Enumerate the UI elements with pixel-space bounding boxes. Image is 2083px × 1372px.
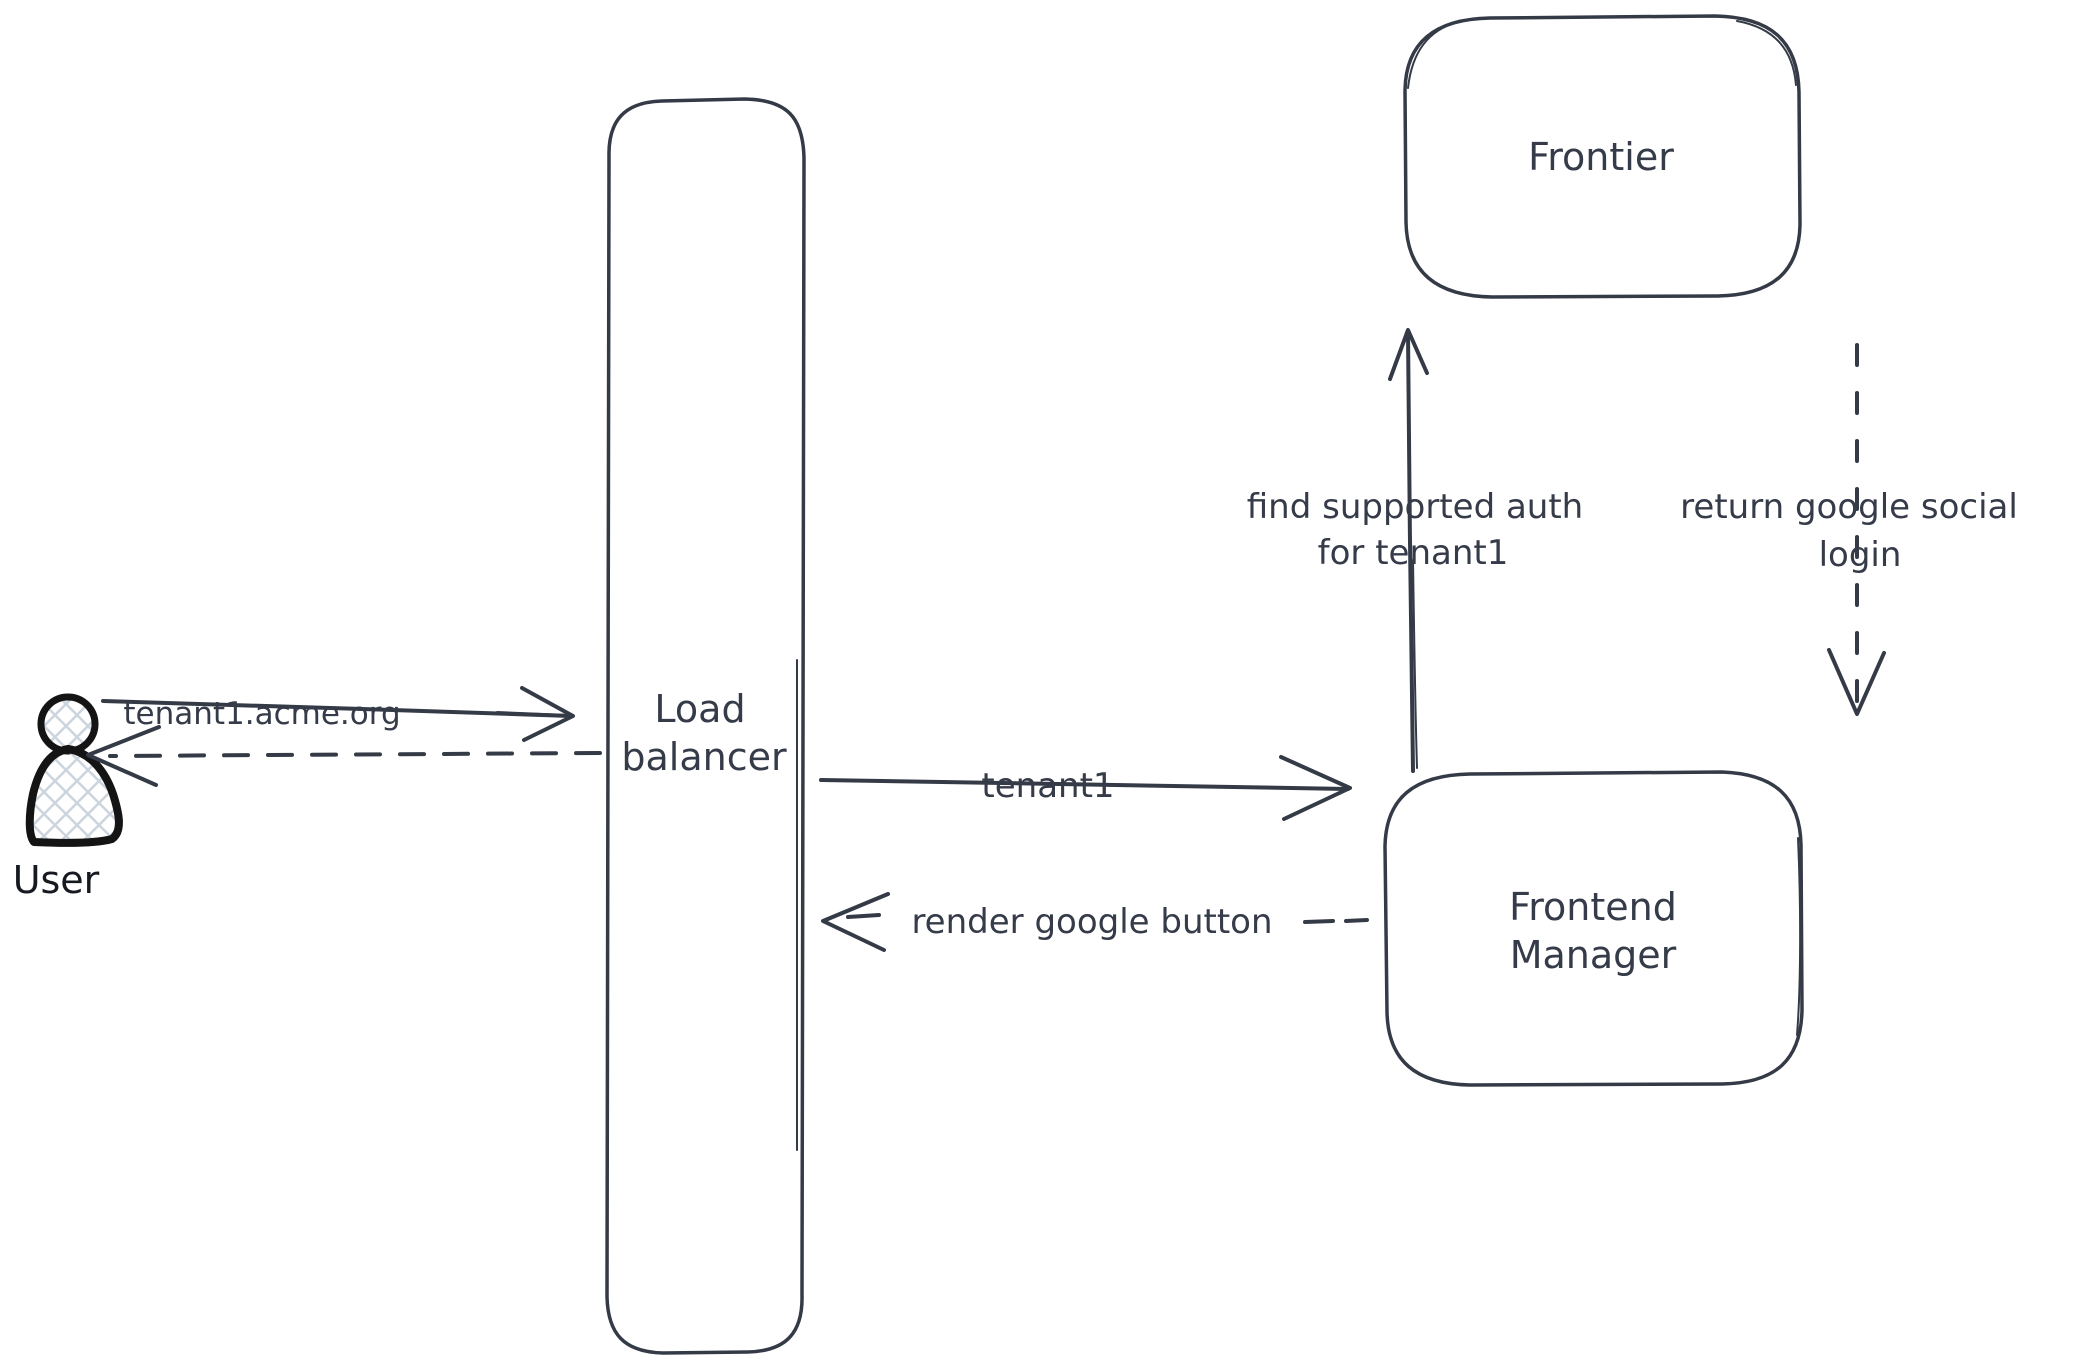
node-load-balancer: Load balancer	[605, 97, 806, 1355]
flow-label-render-google-button: render google button	[911, 902, 1272, 942]
flow-user-to-load-balancer: tenant1.acme.org	[101, 686, 575, 742]
flow-user-to-load-balancer-sketch	[496, 711, 569, 716]
user-icon-body	[25, 745, 123, 847]
flow-render-google-dash-left	[846, 913, 881, 919]
flow-user-to-load-balancer-line	[101, 699, 573, 718]
flow-frontend-manager-to-load-balancer: render google button	[821, 892, 1369, 952]
flow-load-balancer-to-user	[86, 725, 602, 787]
flow-label-tenant1: tenant1	[981, 766, 1114, 806]
flow-label-tenant1-acme-org: tenant1.acme.org	[123, 696, 400, 732]
load-balancer-label-line2: balancer	[621, 735, 787, 779]
node-frontend-manager: Frontend Manager	[1383, 770, 1804, 1087]
frontier-box	[1403, 14, 1802, 299]
flow-render-google-arrowhead	[821, 892, 890, 952]
flow-label-find-supported-auth-line1: find supported auth	[1247, 487, 1583, 527]
user-icon-head	[37, 693, 99, 755]
load-balancer-box	[605, 97, 806, 1355]
flow-label-return-google-social-line1: return google social	[1680, 487, 2018, 527]
flow-user-to-load-balancer-arrowhead	[520, 686, 575, 742]
flow-find-auth-line	[1406, 330, 1415, 773]
load-balancer-box-sketch-stroke	[796, 659, 799, 1151]
flow-label-return-google-social-line2: login	[1819, 535, 1902, 575]
frontend-manager-label-line2: Manager	[1510, 933, 1677, 977]
flow-label-find-supported-auth-line2: for tenant1	[1318, 533, 1509, 573]
flow-find-auth-arrowhead	[1388, 328, 1429, 381]
frontend-manager-box-sketch-stroke	[1796, 837, 1802, 1036]
flow-return-social-arrowhead	[1827, 648, 1886, 716]
flow-render-google-dash-right	[1303, 918, 1369, 924]
flow-load-balancer-to-user-arrowhead	[86, 725, 161, 787]
flow-frontier-to-frontend-manager: return google social login	[1680, 343, 2018, 716]
frontier-box-sketch-stroke	[1407, 20, 1797, 89]
flow-frontend-manager-to-frontier: find supported auth for tenant1	[1247, 328, 1583, 773]
flow-load-balancer-to-user-line	[108, 751, 602, 758]
frontier-label: Frontier	[1528, 135, 1674, 179]
flow-find-auth-sketch	[1412, 559, 1418, 769]
load-balancer-label-line1: Load	[654, 687, 745, 731]
frontend-manager-label-line1: Frontend	[1509, 885, 1677, 929]
user-icon	[25, 693, 123, 847]
flow-tenant1-arrowhead	[1279, 755, 1352, 821]
flow-load-balancer-to-frontend-manager: tenant1	[819, 755, 1352, 821]
flow-tenant1-line	[819, 778, 1350, 791]
node-frontier: Frontier	[1403, 14, 1802, 299]
user-label: User	[13, 858, 100, 902]
frontend-manager-box	[1383, 770, 1804, 1087]
actor-user: User	[13, 693, 123, 902]
